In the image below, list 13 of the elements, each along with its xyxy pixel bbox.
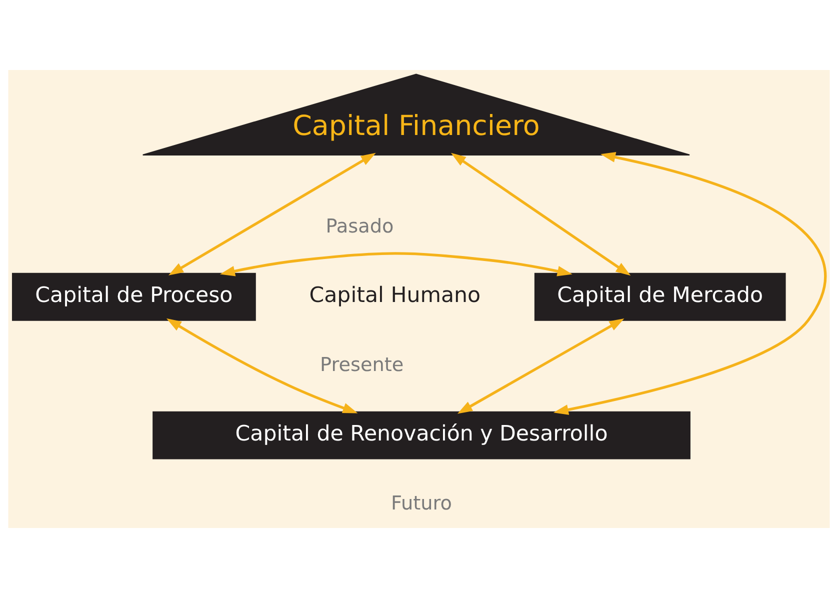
- label: Presente: [320, 352, 404, 376]
- node-box: Capital de Proceso: [12, 272, 256, 321]
- arrow: [166, 318, 358, 414]
- label: Pasado: [326, 214, 394, 238]
- arrow: [168, 152, 376, 276]
- node-box: Capital de Mercado: [534, 272, 786, 321]
- arrow: [450, 152, 631, 276]
- arrow: [220, 252, 572, 276]
- label: Futuro: [391, 491, 452, 514]
- arrow: [457, 318, 624, 414]
- node-box: Capital de Renovación y Desarrollo: [152, 411, 690, 460]
- node-text: Capital Humano: [309, 283, 481, 308]
- arrow: [553, 152, 826, 415]
